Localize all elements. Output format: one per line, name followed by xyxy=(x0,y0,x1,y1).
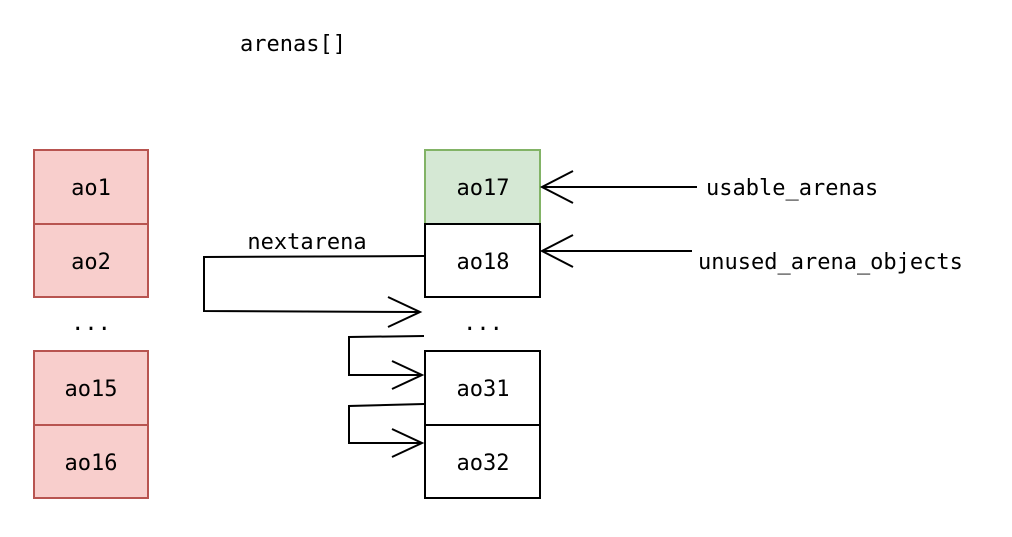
nextarena-label: nextarena xyxy=(247,230,366,255)
nextarena-link-ao31 xyxy=(348,403,425,444)
arrowhead-icon xyxy=(391,428,425,458)
arena-cell-ao18 xyxy=(424,223,541,298)
nextarena-link-ellipsis xyxy=(348,335,425,376)
left-column: ao1 ao2 ... ao15 ao16 xyxy=(33,149,149,499)
arena-cell-ao1 xyxy=(33,149,149,225)
nextarena-links: nextarena xyxy=(203,230,425,458)
left-ellipsis: ... xyxy=(71,311,111,336)
nextarena-link-ao18 xyxy=(203,255,425,313)
arena-cell-label: ao31 xyxy=(457,377,510,402)
arena-cell-ao2 xyxy=(33,223,149,298)
right-ellipsis: ... xyxy=(463,311,503,336)
arrowhead-icon xyxy=(387,296,423,328)
arena-cell-ao16 xyxy=(33,424,149,499)
arena-cell-label: ao1 xyxy=(71,176,111,201)
diagram-title: arenas[] xyxy=(240,32,346,57)
arena-cell-label: ao18 xyxy=(457,250,510,275)
arena-cell-label: ao17 xyxy=(457,176,510,201)
unused-arena-objects-label: unused_arena_objects xyxy=(698,250,963,275)
usable-arenas-label: usable_arenas xyxy=(706,176,878,201)
arena-cell-label: ao2 xyxy=(71,250,111,275)
unused-arena-objects-pointer: unused_arena_objects xyxy=(539,234,963,275)
arena-cell-label: ao15 xyxy=(65,377,118,402)
usable-arenas-pointer: usable_arenas xyxy=(539,170,878,204)
arena-cell-ao32 xyxy=(424,424,541,499)
arena-cell-label: ao32 xyxy=(457,451,510,476)
arrowhead-icon xyxy=(539,170,574,204)
arrowhead-icon xyxy=(391,360,425,390)
right-column: ao17 ao18 ... ao31 ao32 xyxy=(424,149,541,499)
arena-cell-label: ao16 xyxy=(65,451,118,476)
arrowhead-icon xyxy=(539,234,574,268)
